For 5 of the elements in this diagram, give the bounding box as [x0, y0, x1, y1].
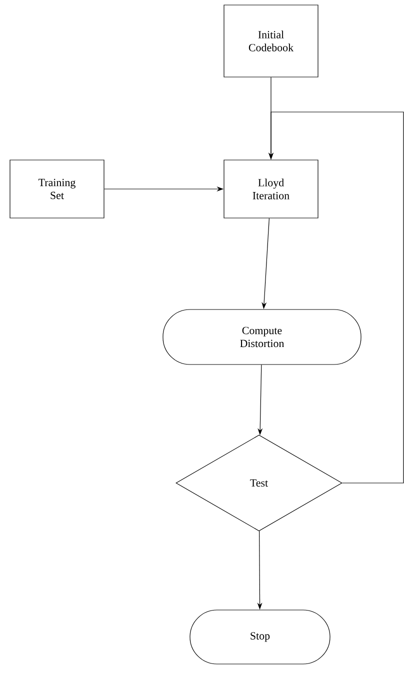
process-box: Initial Codebook	[224, 4, 318, 78]
process-box: Lloyd Iteration	[224, 160, 318, 218]
terminal-box: Stop	[190, 610, 330, 664]
process-box: Training Set	[10, 160, 104, 218]
terminal-box: Compute Distortion	[162, 309, 362, 365]
